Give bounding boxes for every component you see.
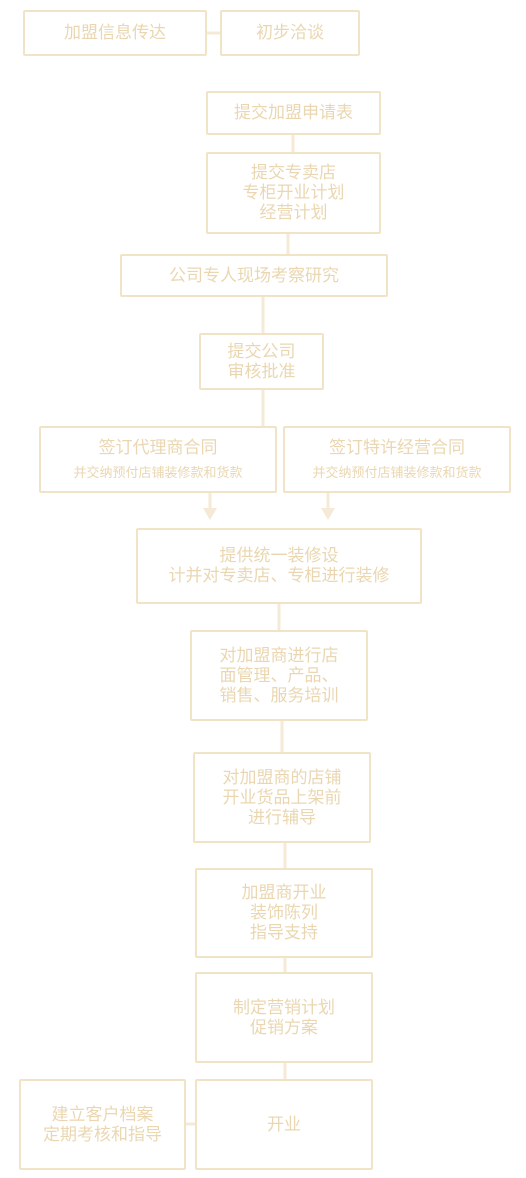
customer-records-line-2: 定期考核和指导 xyxy=(43,1124,162,1145)
submit-application-label: 提交加盟申请表 xyxy=(234,103,353,123)
management-training-line-3: 销售、服务培训 xyxy=(219,685,339,706)
submit-plan-line-1: 提交专卖店 xyxy=(251,163,336,183)
franchise-contract-note: 并交纳预付店铺装修款和货款 xyxy=(312,465,482,481)
company-approval-line-1: 提交公司 xyxy=(227,341,296,362)
agency-contract-title: 签订代理商合同 xyxy=(98,437,218,458)
franchise-contract-title: 签订特许经营合同 xyxy=(329,437,465,458)
sales-plan-box: 制定营销计划 促销方案 xyxy=(195,972,373,1063)
management-training-line-2: 面管理、产品、 xyxy=(219,665,339,686)
submit-plan-line-3: 经营计划 xyxy=(259,203,328,223)
agency-contract-box: 签订代理商合同 并交纳预付店铺装修款和货款 xyxy=(39,426,277,493)
display-support-line-1: 加盟商开业 xyxy=(241,883,327,903)
management-training-line-1: 对加盟商进行店 xyxy=(219,645,339,666)
unified-design-line-1: 提供统一装修设 xyxy=(219,546,339,566)
sales-plan-line-2: 促销方案 xyxy=(250,1017,318,1038)
display-support-line-2: 装饰陈列 xyxy=(250,903,318,923)
management-training-box: 对加盟商进行店 面管理、产品、 销售、服务培训 xyxy=(190,630,368,721)
company-approval-line-2: 审核批准 xyxy=(227,361,296,382)
customer-records-line-1: 建立客户档案 xyxy=(51,1104,154,1125)
info-transfer-label: 加盟信息传达 xyxy=(64,23,166,43)
customer-records-box: 建立客户档案 定期考核和指导 xyxy=(19,1079,186,1170)
agency-contract-note: 并交纳预付店铺装修款和货款 xyxy=(73,465,243,481)
pre-stock-guidance-box: 对加盟商的店铺 开业货品上架前 进行辅导 xyxy=(193,752,371,843)
submit-plan-line-2: 专柜开业计划 xyxy=(242,183,345,203)
site-research-box: 公司专人现场考察研究 xyxy=(120,254,388,297)
open-label: 开业 xyxy=(267,1114,301,1135)
info-transfer-box: 加盟信息传达 xyxy=(23,10,207,56)
unified-design-box: 提供统一装修设 计并对专卖店、专柜进行装修 xyxy=(136,528,422,604)
initial-talk-label: 初步洽谈 xyxy=(256,23,324,43)
open-box: 开业 xyxy=(195,1079,373,1170)
unified-design-line-2: 计并对专卖店、专柜进行装修 xyxy=(168,566,390,586)
display-support-box: 加盟商开业 装饰陈列 指导支持 xyxy=(195,868,373,958)
site-research-label: 公司专人现场考察研究 xyxy=(169,265,339,286)
franchise-contract-box: 签订特许经营合同 并交纳预付店铺装修款和货款 xyxy=(283,426,511,493)
company-approval-box: 提交公司 审核批准 xyxy=(199,333,324,390)
pre-stock-guidance-line-1: 对加盟商的店铺 xyxy=(222,767,342,788)
initial-talk-box: 初步洽谈 xyxy=(220,10,360,56)
arrowhead xyxy=(321,508,335,520)
arrowhead xyxy=(203,508,217,520)
submit-application-box: 提交加盟申请表 xyxy=(206,91,381,135)
pre-stock-guidance-line-2: 开业货品上架前 xyxy=(222,787,342,808)
display-support-line-3: 指导支持 xyxy=(250,923,318,943)
pre-stock-guidance-line-3: 进行辅导 xyxy=(248,807,316,828)
submit-plan-box: 提交专卖店 专柜开业计划 经营计划 xyxy=(206,152,381,234)
sales-plan-line-1: 制定营销计划 xyxy=(233,997,335,1018)
